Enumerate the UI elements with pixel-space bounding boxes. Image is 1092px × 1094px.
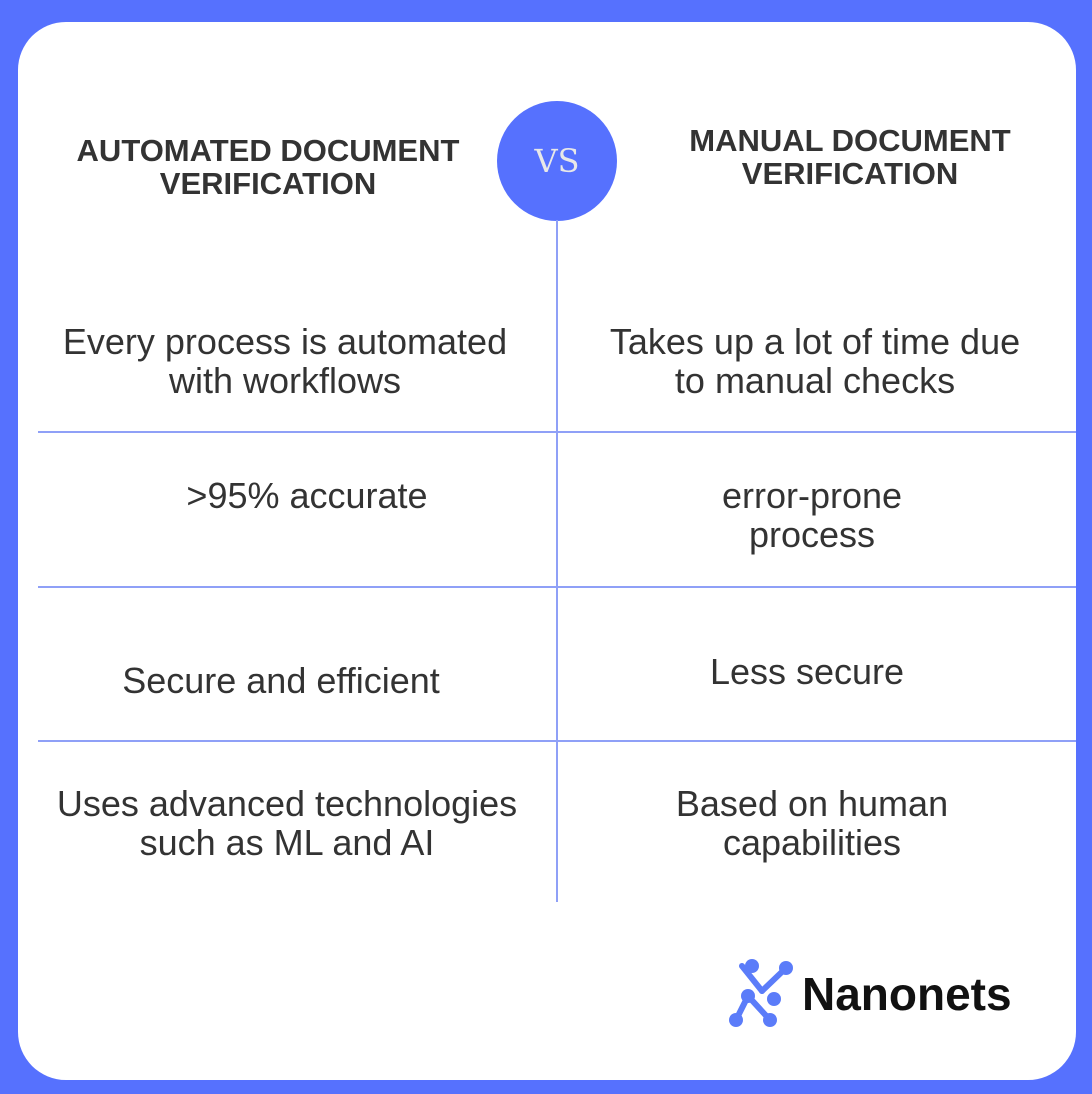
nanonets-logo-icon <box>729 959 793 1027</box>
row-divider <box>38 740 1076 742</box>
manual-cell: Takes up a lot of time due to manual che… <box>609 321 1021 401</box>
nanonets-logo: Nanonets <box>724 958 1012 1030</box>
manual-cell: Less secure <box>709 651 905 692</box>
column-divider <box>556 220 558 902</box>
brand-name: Nanonets <box>802 968 1012 1020</box>
automated-cell: Secure and efficient <box>122 660 440 701</box>
automated-cell: Uses advanced technologies such as ML an… <box>56 783 518 863</box>
manual-cell: error-prone process <box>721 475 903 555</box>
vs-badge: VS <box>497 101 617 221</box>
row-divider <box>38 431 1076 433</box>
automated-title: AUTOMATED DOCUMENT VERIFICATION <box>76 133 460 201</box>
manual-cell: Based on human capabilities <box>675 783 949 863</box>
row-divider <box>38 586 1076 588</box>
automated-cell: Every process is automated with workflow… <box>62 321 508 401</box>
automated-cell: >95% accurate <box>186 475 428 516</box>
manual-title: MANUAL DOCUMENT VERIFICATION <box>689 123 1011 191</box>
vs-label: VS <box>534 142 580 180</box>
